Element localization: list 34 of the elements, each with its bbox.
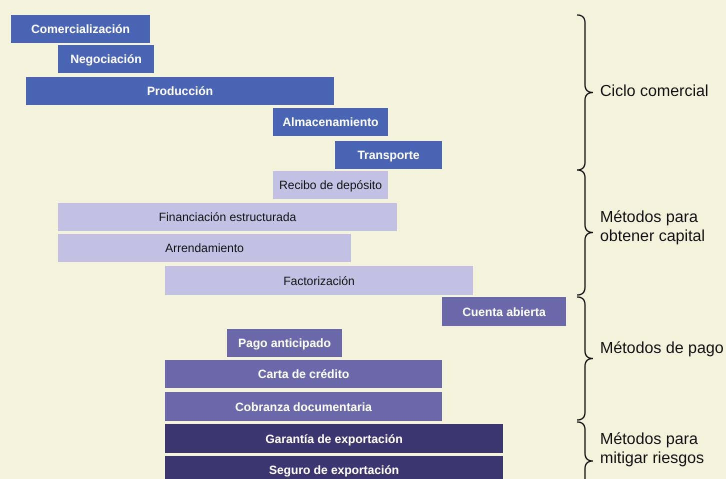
timeline-bar (165, 360, 442, 388)
timeline-bar (227, 329, 342, 357)
bar-label: Garantía de exportación (265, 432, 403, 446)
bar-label: Arrendamiento (165, 241, 244, 255)
bar-label: Financiación estructurada (158, 210, 296, 224)
bar-label: Transporte (357, 148, 420, 162)
timeline-bar (26, 77, 334, 105)
timeline-bar (165, 266, 473, 295)
timeline-bar (335, 141, 442, 169)
bar-label: Cuenta abierta (462, 304, 546, 318)
bar-label: Pago anticipado (238, 336, 331, 350)
timeline-bar (58, 45, 154, 73)
timeline-bar (273, 171, 388, 199)
timeline-bar (58, 234, 351, 262)
bar-label: Carta de crédito (258, 367, 350, 381)
group-label: Ciclo comercial (600, 82, 710, 101)
timeline-bar (165, 456, 503, 479)
timeline-bar (273, 108, 388, 136)
group-label: Métodos para mitigar riesgos (600, 430, 706, 468)
bar-label: Cobranza documentaria (235, 400, 372, 414)
bar-label: Factorización (283, 274, 355, 288)
bar-label: Almacenamiento (282, 115, 379, 129)
timeline-bar (442, 297, 566, 326)
group-label: Métodos para obtener capital (600, 208, 706, 246)
bar-label: Recibo de depósito (279, 178, 382, 192)
bar-label: Producción (146, 84, 213, 98)
timeline-bar (58, 203, 397, 231)
bar-label: Seguro de exportación (268, 463, 400, 477)
group-label: Métodos de pago (600, 339, 725, 358)
bar-label: Negociación (70, 52, 142, 66)
timeline-bar (11, 15, 150, 43)
timeline-bar (165, 392, 442, 421)
bar-label: Comercialización (31, 22, 130, 36)
timeline-bar (165, 424, 503, 453)
